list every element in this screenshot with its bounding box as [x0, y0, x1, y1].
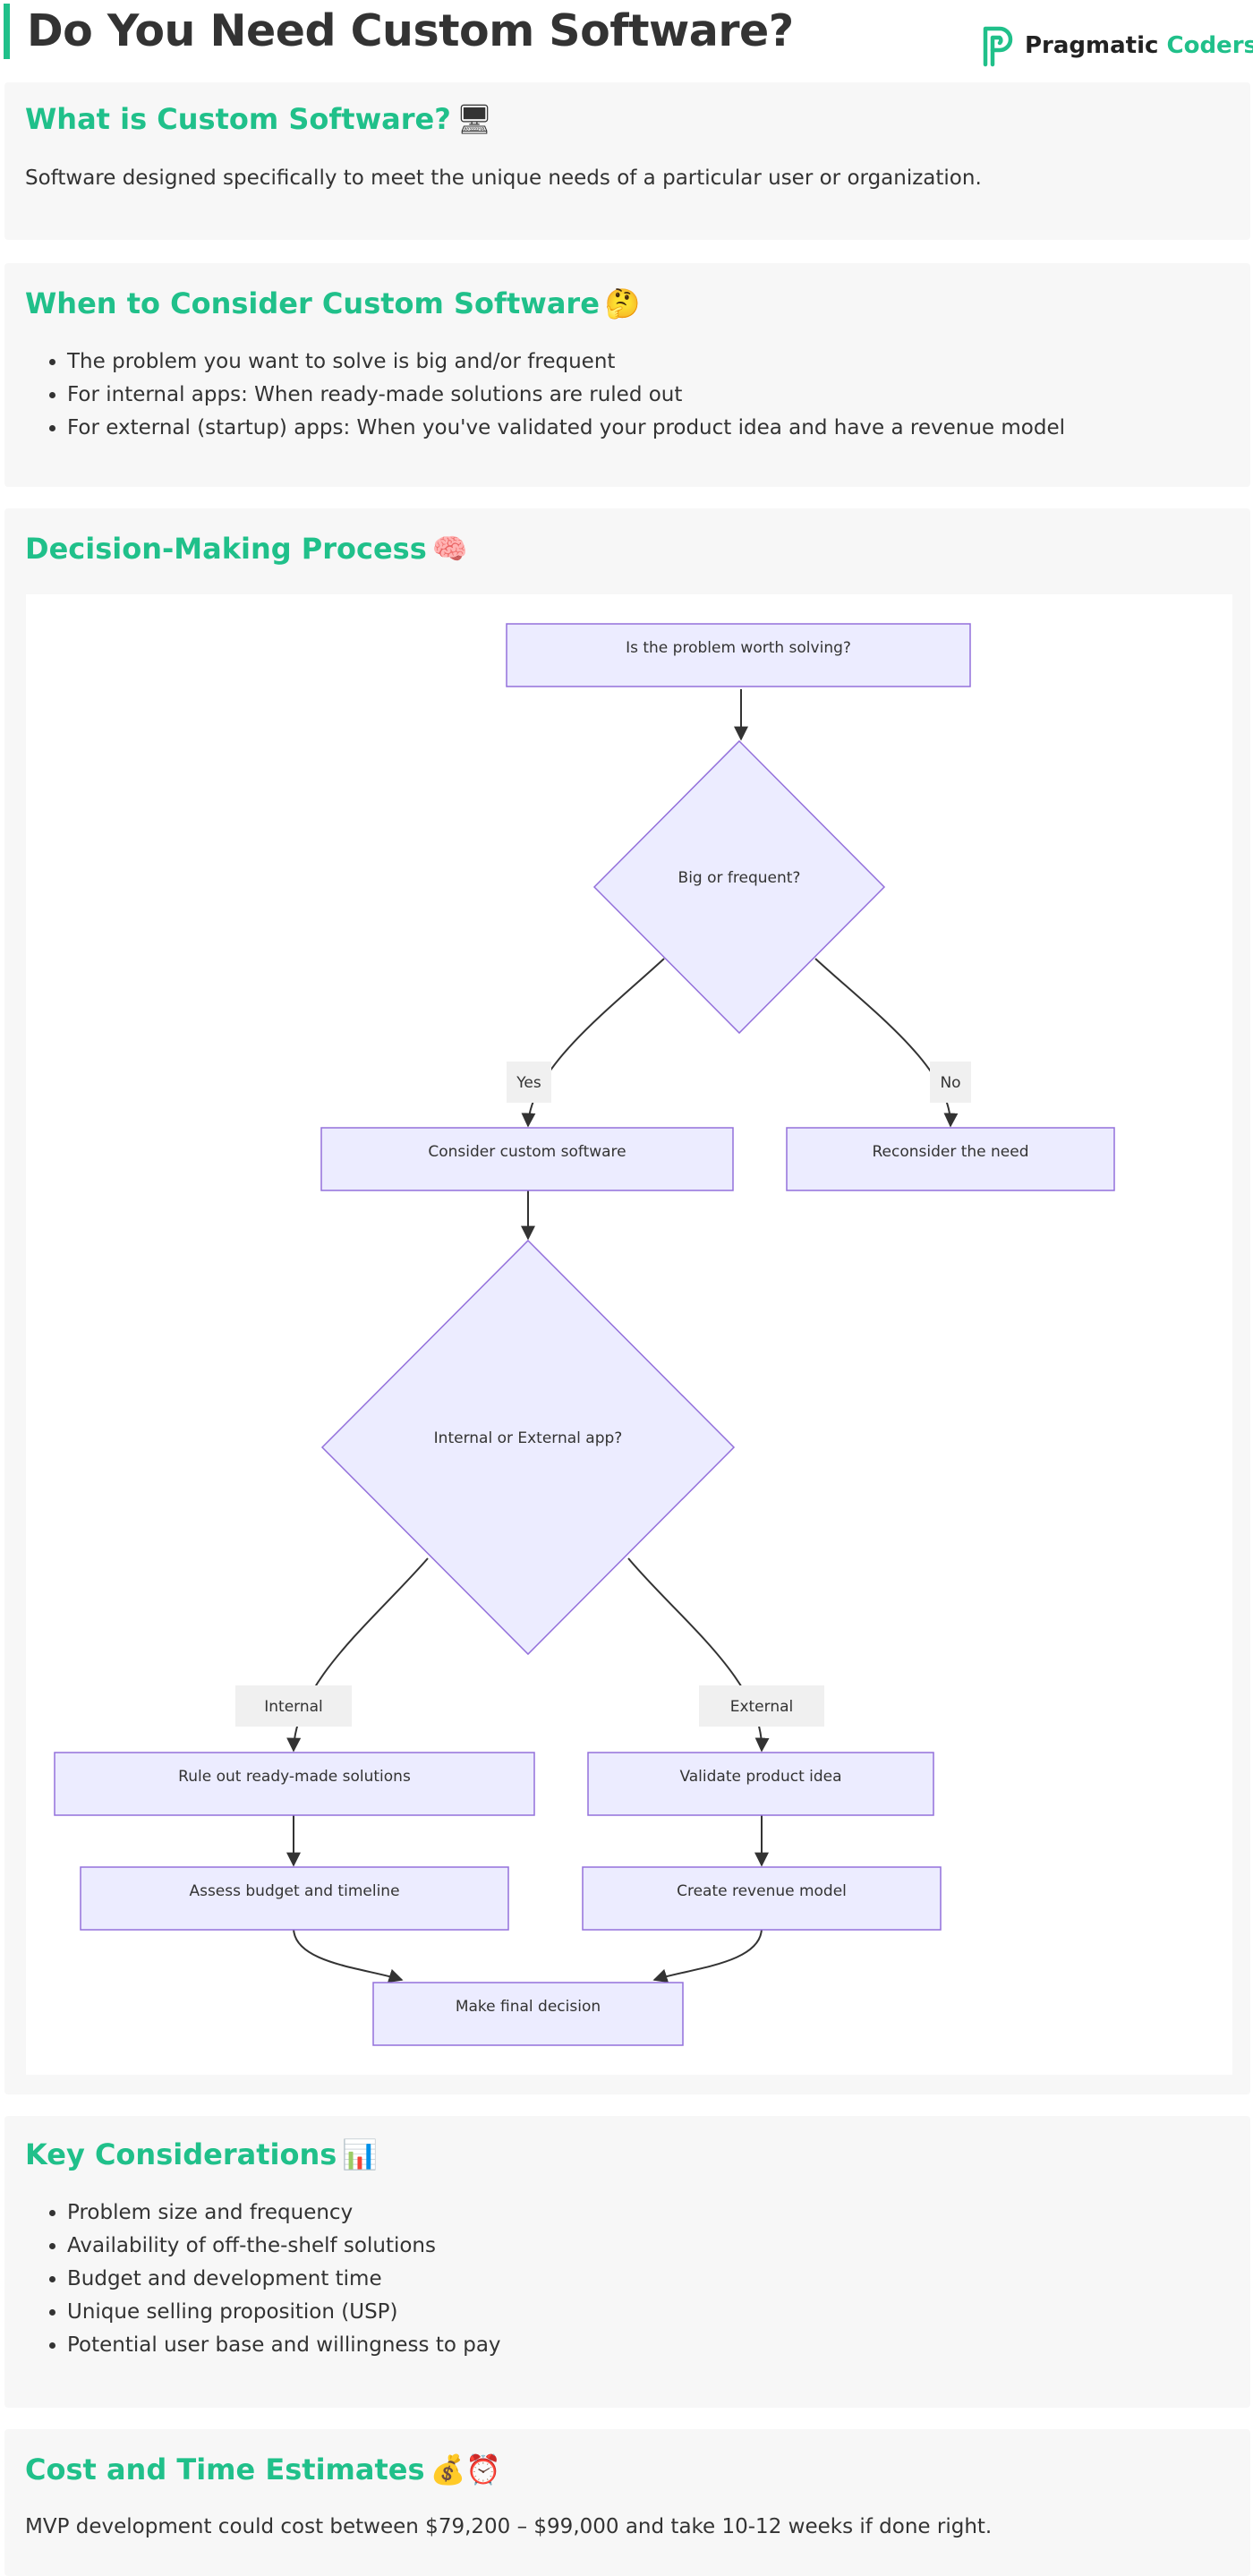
node-label: Reconsider the need: [872, 1143, 1028, 1161]
list-item: Availability of off-the-shelf solutions: [67, 2230, 501, 2263]
node-label: Is the problem worth solving?: [626, 639, 851, 657]
node-label: Rule out ready-made solutions: [178, 1768, 411, 1786]
node-label: Big or frequent?: [678, 869, 801, 887]
section-decision-making-process: Decision-Making Process🧠: [4, 508, 1250, 2094]
pragmatic-coders-logo-icon: [983, 26, 1013, 67]
section-what-is-custom-software: What is Custom Software?🖥 Software desig…: [4, 82, 1250, 240]
list-item: The problem you want to solve is big and…: [67, 345, 1065, 379]
node-problem-worth-solving: Is the problem worth solving?: [506, 623, 971, 687]
edge-label-no: No: [930, 1062, 971, 1103]
desktop-computer-icon: 🖥: [456, 102, 493, 136]
node-label: Validate product idea: [679, 1768, 841, 1786]
node-assess-budget-timeline: Assess budget and timeline: [80, 1866, 509, 1931]
edge-label-internal: Internal: [235, 1685, 352, 1727]
edge-big-to-reconsider: [814, 958, 959, 1128]
section-title: Decision-Making Process🧠: [25, 532, 468, 566]
node-reconsider-the-need: Reconsider the need: [786, 1127, 1115, 1191]
edge-big-to-consider: [521, 958, 665, 1128]
flowchart-container: Yes No Internal External Is the problem …: [26, 594, 1232, 2075]
list-item: For internal apps: When ready-made solut…: [67, 379, 1065, 412]
node-big-or-frequent: Big or frequent?: [592, 739, 886, 1035]
list-item: Potential user base and willingness to p…: [67, 2329, 501, 2362]
list-item: Problem size and frequency: [67, 2196, 501, 2230]
section-key-considerations: Key Considerations📊 Problem size and fre…: [4, 2116, 1250, 2408]
node-internal-or-external: Internal or External app?: [320, 1239, 736, 1656]
edge-label-external: External: [699, 1685, 824, 1727]
section-title-text: Decision-Making Process: [25, 532, 427, 566]
bar-chart-icon: 📊: [342, 2137, 379, 2171]
pragmatic-coders-logo[interactable]: Pragmatic Coders: [980, 23, 1253, 68]
page-header: Do You Need Custom Software? Pragmatic C…: [0, 0, 1253, 70]
list-item: For external (startup) apps: When you've…: [67, 412, 1065, 445]
section-title: What is Custom Software?🖥: [25, 102, 492, 136]
brain-icon: 🧠: [431, 532, 468, 566]
edge-assess-to-final: [293, 1927, 404, 1983]
edge-label-text: External: [730, 1698, 794, 1716]
node-make-final-decision: Make final decision: [372, 1982, 684, 2046]
node-consider-custom-software: Consider custom software: [320, 1127, 734, 1191]
flowchart: Yes No Internal External Is the problem …: [54, 623, 1115, 2046]
node-rule-out-ready-made: Rule out ready-made solutions: [54, 1752, 535, 1816]
node-label: Internal or External app?: [434, 1429, 623, 1447]
money-bag-icon: 💰⏰: [430, 2452, 502, 2486]
edge-label-text: No: [940, 1074, 960, 1092]
node-label: Assess budget and timeline: [189, 1882, 399, 1900]
section-title-text: When to Consider Custom Software: [25, 286, 600, 320]
cost-estimate-text: MVP development could cost between $79,2…: [25, 2515, 993, 2538]
section-title-text: Cost and Time Estimates: [25, 2452, 425, 2486]
logo-word-coders: Coders: [1166, 32, 1253, 59]
definition-text: Software designed specifically to meet t…: [25, 166, 982, 190]
list-item: Unique selling proposition (USP): [67, 2296, 501, 2329]
logo-text: Pragmatic Coders: [1025, 32, 1253, 59]
section-title: Cost and Time Estimates💰⏰: [25, 2452, 501, 2486]
node-create-revenue-model: Create revenue model: [582, 1866, 942, 1931]
edge-revenue-to-final: [652, 1927, 763, 1983]
logo-word-pragmatic: Pragmatic: [1025, 32, 1159, 59]
section-title-text: Key Considerations: [25, 2137, 337, 2171]
node-label: Consider custom software: [428, 1143, 626, 1161]
list-item: Budget and development time: [67, 2263, 501, 2296]
edge-label-text: Internal: [264, 1698, 323, 1716]
section-cost-and-time: Cost and Time Estimates💰⏰ MVP developmen…: [4, 2429, 1250, 2576]
edge-label-yes: Yes: [507, 1062, 551, 1103]
section-title: When to Consider Custom Software🤔: [25, 286, 641, 320]
section-when-to-consider: When to Consider Custom Software🤔 The pr…: [4, 263, 1250, 487]
node-label: Create revenue model: [677, 1882, 847, 1900]
title-accent-bar: [4, 4, 10, 59]
considerations-list: Problem size and frequency Availability …: [67, 2196, 501, 2362]
node-validate-product-idea: Validate product idea: [587, 1752, 934, 1816]
when-list: The problem you want to solve is big and…: [67, 345, 1065, 445]
page-title: Do You Need Custom Software?: [27, 5, 794, 56]
node-label: Make final decision: [456, 1998, 601, 2016]
section-title-text: What is Custom Software?: [25, 102, 451, 136]
section-title: Key Considerations📊: [25, 2137, 378, 2171]
thinking-face-icon: 🤔: [604, 286, 641, 320]
edge-label-text: Yes: [516, 1074, 541, 1092]
